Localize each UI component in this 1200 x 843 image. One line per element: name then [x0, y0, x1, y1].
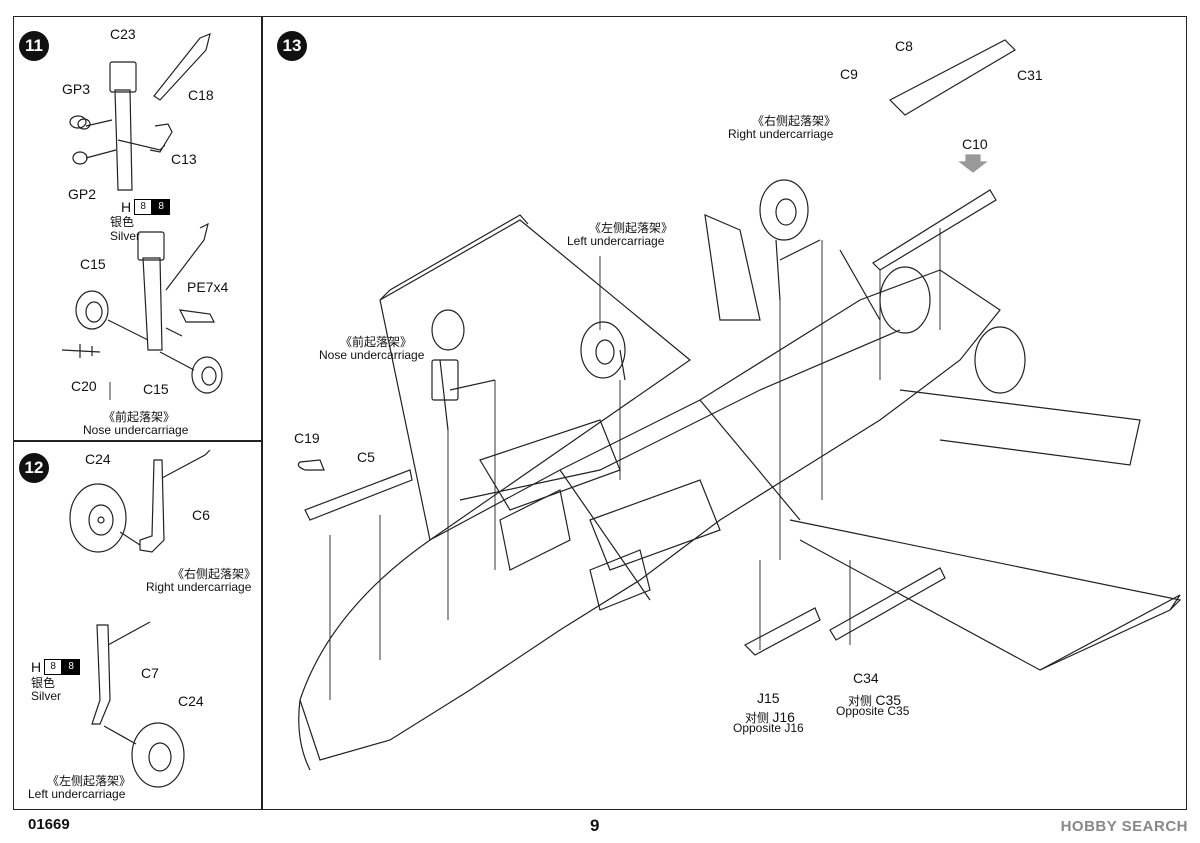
right-caption-cn-step13: 《右侧起落架》 [752, 114, 837, 128]
step-12-number: 12 [19, 453, 49, 483]
part-c7: C7 [141, 665, 159, 681]
paint-name-cn-step11: 银色 [110, 215, 135, 229]
c10-arrow [958, 154, 988, 173]
paint-name-cn-step12: 银色 [31, 676, 56, 690]
left-caption-en-step12: Left undercarriage [28, 787, 126, 801]
step-11-number: 11 [19, 31, 49, 61]
left-caption-cn-step12: 《左侧起落架》 [47, 774, 132, 788]
part-j15: J15 [757, 690, 780, 706]
paint-number: 8 [134, 199, 153, 215]
right-caption-en-step12: Right undercarriage [146, 580, 252, 594]
step-13-number: 13 [277, 31, 307, 61]
part-c13: C13 [171, 151, 197, 167]
aircraft-underside [298, 214, 1182, 771]
opposite-j16-en: Opposite J16 [733, 721, 804, 735]
page-number: 9 [590, 816, 600, 835]
part-c34: C34 [853, 670, 879, 686]
paint-name-en-step12: Silver [31, 689, 62, 703]
opposite-c35-cn-text: 对侧 [848, 694, 873, 708]
left-caption-cn-step13: 《左侧起落架》 [589, 221, 674, 235]
part-c24-lower: C24 [178, 693, 204, 709]
opposite-c35-en: Opposite C35 [836, 704, 910, 718]
part-gp2: GP2 [68, 186, 97, 202]
part-c18: C18 [188, 87, 214, 103]
right-caption-cn-step12: 《右侧起落架》 [172, 567, 257, 581]
part-c8: C8 [895, 38, 913, 54]
kit-number: 01669 [28, 816, 70, 833]
step-13-panel [261, 16, 1187, 810]
right-main-gear [69, 449, 211, 553]
part-c15-lower: C15 [143, 381, 169, 397]
part-c6: C6 [192, 507, 210, 523]
paint-number-swatch: 8 [62, 659, 81, 675]
left-main-gear [91, 621, 185, 788]
nose-caption-en-step11: Nose undercarriage [83, 423, 189, 437]
nose-caption-cn-step11: 《前起落架》 [103, 410, 176, 424]
paint-callout-h8-step12: H 8 8 [31, 659, 81, 675]
watermark: HOBBY SEARCH [1060, 818, 1188, 835]
part-c20: C20 [71, 378, 97, 394]
part-c9: C9 [840, 66, 858, 82]
part-c35: C35 [875, 692, 902, 708]
left-caption-en-step13: Left undercarriage [567, 234, 665, 248]
nose-gear-assembly-lower [61, 222, 223, 394]
nose-gear-strut-upper [69, 33, 211, 191]
paint-number: 8 [44, 659, 63, 675]
part-c23: C23 [110, 26, 136, 42]
paint-code: H [31, 659, 42, 675]
right-caption-en-step13: Right undercarriage [728, 127, 834, 141]
step-11-panel [13, 16, 263, 442]
part-j16: J16 [772, 709, 795, 725]
part-c10: C10 [962, 136, 988, 152]
opposite-c35-cn: 对侧 C35 [848, 692, 901, 709]
step-12-panel [13, 440, 263, 810]
opposite-j16-cn-text: 对侧 [745, 711, 770, 725]
attachment-lines [109, 228, 941, 700]
paint-number-swatch: 8 [152, 199, 171, 215]
part-c5: C5 [357, 449, 375, 465]
nose-caption-en-step13: Nose undercarriage [319, 348, 425, 362]
part-c19: C19 [294, 430, 320, 446]
step-13-gear-parts [297, 39, 1016, 656]
part-c15-upper: C15 [80, 256, 106, 272]
paint-code: H [121, 199, 132, 215]
part-gp3: GP3 [62, 81, 91, 97]
opposite-j16-cn: 对侧 J16 [745, 709, 795, 726]
part-pe7x4: PE7x4 [187, 279, 229, 295]
paint-callout-h8-step11: H 8 8 [121, 199, 171, 215]
nose-caption-cn-step13: 《前起落架》 [340, 335, 413, 349]
paint-name-en-step11: Silver [110, 229, 141, 243]
part-c31: C31 [1017, 67, 1043, 83]
part-c24-upper: C24 [85, 451, 111, 467]
